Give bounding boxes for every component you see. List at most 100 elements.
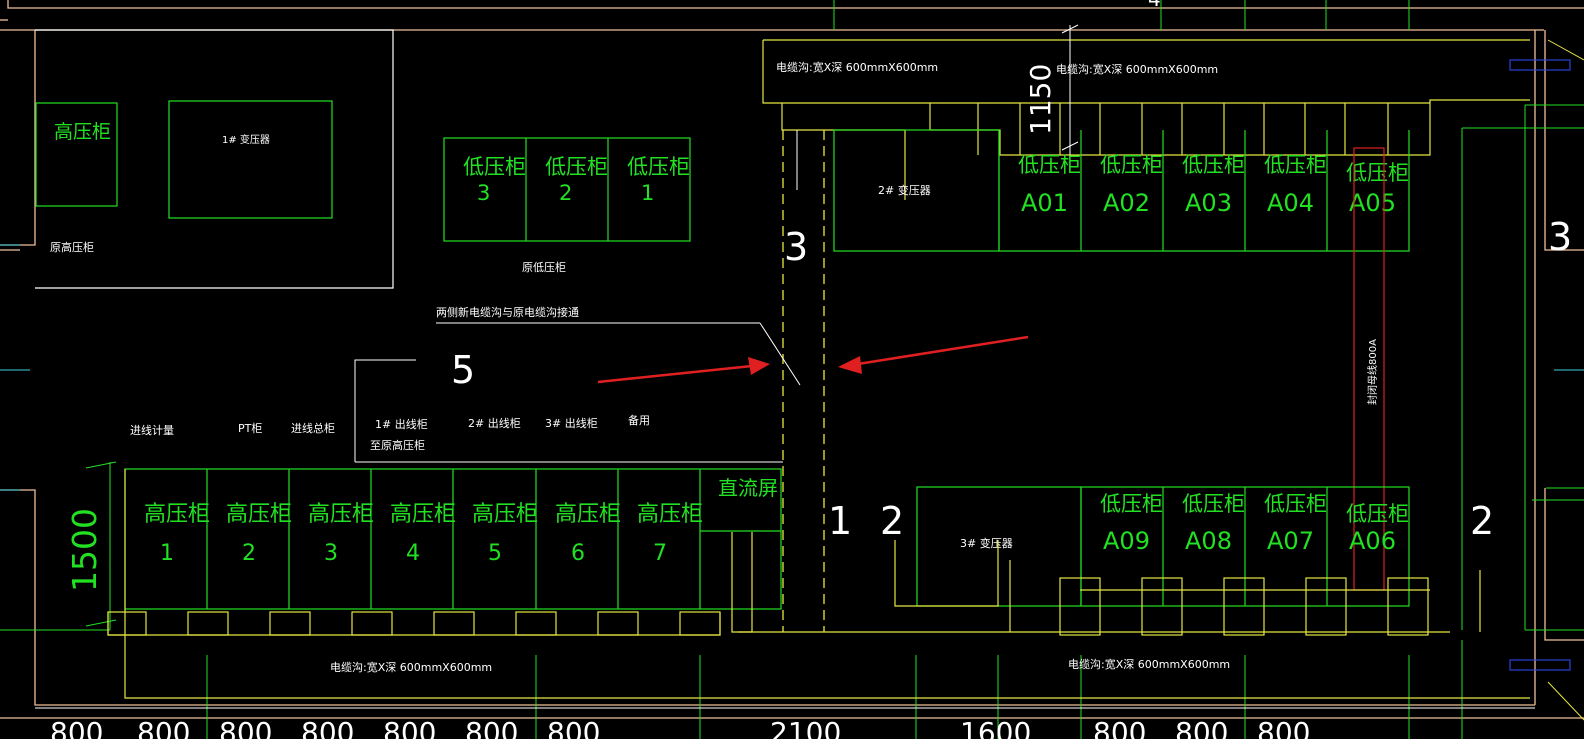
busbar-label: 封闭母线800A xyxy=(1366,339,1379,405)
hv-cabinet-name: 高压柜 xyxy=(637,502,703,527)
bottom-dimensions: 800 800 800 800 800 800 800 2100 1600 80… xyxy=(50,716,1310,739)
transformer-3-label: 3# 变压器 xyxy=(960,536,1013,550)
top-cable-trench xyxy=(762,39,1530,200)
bottom-dimension: 800 xyxy=(383,716,436,739)
transformer-2-label: 2# 变压器 xyxy=(878,183,931,197)
hv-cabinet-num: 2 xyxy=(242,541,256,566)
cable-trench-note-top-left: 电缆沟:宽X深 600mmX600mm xyxy=(776,60,938,74)
bottom-dimension: 1600 xyxy=(960,716,1031,739)
lv-cabinet-code: A03 xyxy=(1185,189,1232,217)
hv-room-outline xyxy=(354,359,416,462)
connection-note-leader xyxy=(436,322,801,386)
bottom-dimension: 800 xyxy=(50,716,103,739)
hv-cabinet-name: 高压柜 xyxy=(308,502,374,527)
red-arrows xyxy=(597,335,1029,384)
lv-cabinet-name: 低压柜 xyxy=(1018,153,1081,177)
hv-cabinet-num: 4 xyxy=(406,541,420,566)
lv-cabinet-name: 低压柜 xyxy=(627,155,690,179)
connection-note: 两侧新电缆沟与原电缆沟接通 xyxy=(436,305,579,319)
hv-cabinet-num: 1 xyxy=(160,541,174,566)
dc-panel-label: 直流屏 xyxy=(718,476,778,500)
bottom-dimension: 2100 xyxy=(770,716,841,739)
lv-cabinet-name: 低压柜 xyxy=(1182,492,1245,516)
edge-markers xyxy=(0,39,1584,721)
dim-1150-text: 1150 xyxy=(1024,64,1057,135)
lv-cabinet-name: 低压柜 xyxy=(1346,161,1409,185)
bottom-dimension: 800 xyxy=(547,716,600,739)
hv-function-label: 备用 xyxy=(628,413,650,427)
hv-cabinet-num: 6 xyxy=(571,541,585,566)
hv-function-label: 进线总柜 xyxy=(291,421,335,435)
lv-cabinet-code: A01 xyxy=(1021,189,1068,217)
hv-function-label: 1# 出线柜 xyxy=(375,417,428,431)
lv-cabinet-name: 低压柜 xyxy=(1182,153,1245,177)
lv-cabinet-num: 2 xyxy=(559,181,572,205)
original-lv-label: 原低压柜 xyxy=(522,261,566,274)
lv-cabinet-name: 低压柜 xyxy=(1264,492,1327,516)
lv-cabinet-name: 低压柜 xyxy=(1346,502,1409,526)
lv-cabinet-code: A09 xyxy=(1103,527,1150,555)
bottom-dimension: 800 xyxy=(1257,716,1310,739)
hv-function-label: 3# 出线柜 xyxy=(545,416,598,430)
lv-cabinet-name: 低压柜 xyxy=(463,155,526,179)
bottom-dimension: 800 xyxy=(1093,716,1146,739)
cable-trench-note-top-right: 电缆沟:宽X深 600mmX600mm xyxy=(1056,62,1218,76)
hv-function-label: 进线计量 xyxy=(130,423,174,437)
original-hv-room-outline xyxy=(35,29,394,289)
dim-1500-text: 1500 xyxy=(65,508,104,592)
dim-1150 xyxy=(1061,24,1079,155)
lv-cabinets-top-right: 低压柜 A01 低压柜 A02 低压柜 A03 低压柜 A04 低压柜 A05 xyxy=(998,130,1410,252)
section-mark: 3 xyxy=(784,225,808,269)
cable-trench-note-bottom-right: 电缆沟:宽X深 600mmX600mm xyxy=(1068,657,1230,671)
section-mark: 5 xyxy=(451,348,475,392)
lv-cabinet-name: 低压柜 xyxy=(1100,153,1163,177)
bottom-left-cable-trench xyxy=(107,469,1530,699)
lv-cabinet-num: 1 xyxy=(641,181,654,205)
bottom-dimension: 800 xyxy=(465,716,518,739)
hv-cabinet-name: 高压柜 xyxy=(144,502,210,527)
hv-cabinet-name: 高压柜 xyxy=(226,502,292,527)
original-hv-room-label: 原高压柜 xyxy=(50,240,94,254)
lv-cabinet-name: 低压柜 xyxy=(1100,492,1163,516)
bottom-dimension: 800 xyxy=(1175,716,1228,739)
lv-cabinets-top-left: 低压柜 3 低压柜 2 低压柜 1 xyxy=(443,137,691,242)
lv-cabinet-code: A05 xyxy=(1349,189,1396,217)
section-mark: 3 xyxy=(1548,215,1572,259)
hv-function-label: 2# 出线柜 xyxy=(468,416,521,430)
lv-cabinet-code: A04 xyxy=(1267,189,1314,217)
hv-function-sublabel: 至原高压柜 xyxy=(370,438,425,452)
lv-cabinet-code: A02 xyxy=(1103,189,1150,217)
top-edge-mark: 4 xyxy=(1148,0,1161,11)
hv-cabinet-num: 5 xyxy=(488,541,502,566)
lv-cabinet-name: 低压柜 xyxy=(1264,153,1327,177)
bottom-dimension: 800 xyxy=(137,716,190,739)
section-mark: 2 xyxy=(1470,499,1494,543)
hv-cabinet-num: 3 xyxy=(324,541,338,566)
lv-cabinet-code: A07 xyxy=(1267,527,1314,555)
lv-cabinet-code: A06 xyxy=(1349,527,1396,555)
hv-cabinet-num: 7 xyxy=(653,541,667,566)
original-hv-cabinet-label: 高压柜 xyxy=(54,121,111,143)
transformer-1 xyxy=(168,100,333,219)
lv-cabinet-code: A08 xyxy=(1185,527,1232,555)
hv-cabinet-name: 高压柜 xyxy=(472,502,538,527)
central-cable-trench xyxy=(782,130,825,632)
lv-cabinets-bottom-right: 低压柜 A09 低压柜 A08 低压柜 A07 低压柜 A06 xyxy=(1080,486,1410,607)
dim-1500 xyxy=(85,461,117,630)
original-hv-cabinet xyxy=(35,102,118,207)
hv-cabinet-name: 高压柜 xyxy=(390,502,456,527)
lv-cabinet-name: 低压柜 xyxy=(545,155,608,179)
section-mark: 2 xyxy=(880,499,904,543)
bottom-dimension: 800 xyxy=(301,716,354,739)
hv-cabinets: 高压柜 1 高压柜 2 高压柜 3 高压柜 4 高压柜 5 高压柜 6 高压柜 … xyxy=(124,468,782,610)
hv-function-labels: 进线计量 PT柜 进线总柜 1# 出线柜 至原高压柜 2# 出线柜 3# 出线柜… xyxy=(130,413,650,452)
transformer-1-label: 1# 变压器 xyxy=(222,133,270,146)
bottom-dimension: 800 xyxy=(219,716,272,739)
cable-trench-note-bottom-left: 电缆沟:宽X深 600mmX600mm xyxy=(330,660,492,674)
section-mark: 1 xyxy=(828,499,852,543)
hv-function-label: PT柜 xyxy=(238,422,262,435)
lv-cabinet-num: 3 xyxy=(477,181,490,205)
hv-cabinet-name: 高压柜 xyxy=(555,502,621,527)
